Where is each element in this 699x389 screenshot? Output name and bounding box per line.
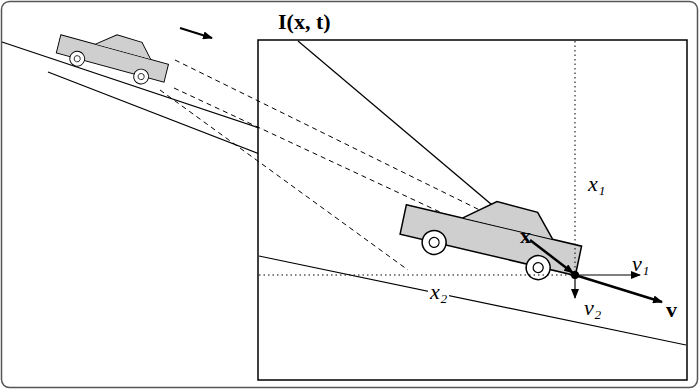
velocity-component: v₁ [630,252,651,276]
image-function: I(x, t) [276,10,333,34]
velocity-vector: v [664,298,679,322]
velocity-component: v₂ [582,296,603,320]
coordinate-label: x₂ [428,280,449,304]
coordinate-label: x₁ [586,172,607,196]
position-vector: x [518,224,533,248]
